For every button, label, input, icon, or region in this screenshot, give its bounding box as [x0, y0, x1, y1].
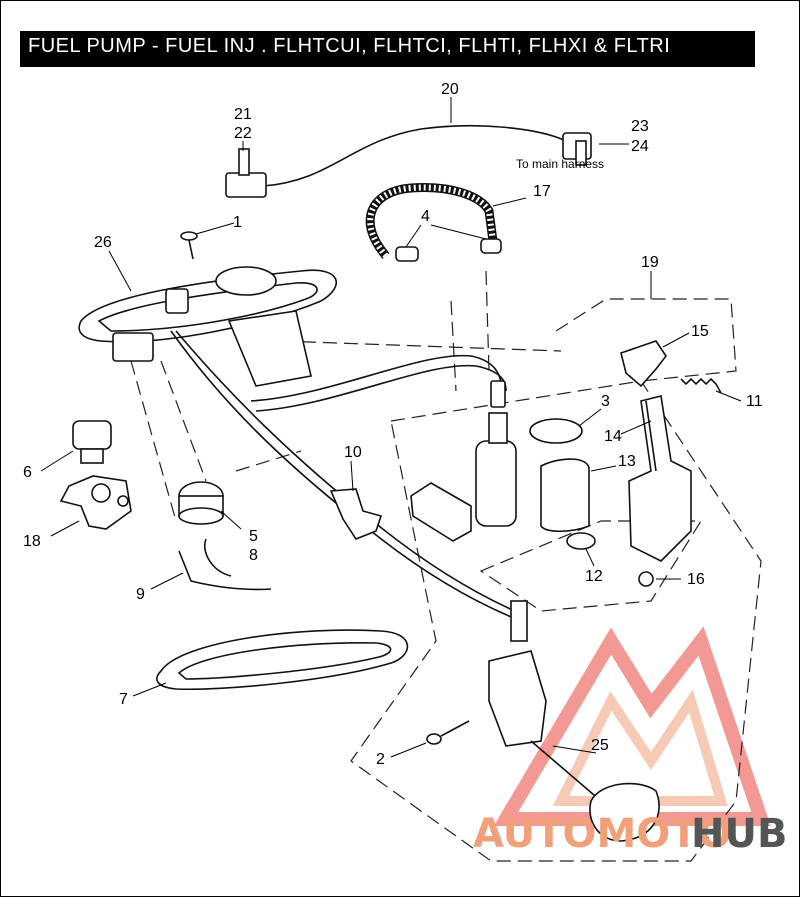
callout-26: 26	[94, 234, 112, 251]
fuel-pump	[410, 380, 517, 542]
screw-2	[426, 720, 470, 745]
callout-12: 12	[585, 568, 603, 585]
wiring-harness-20	[225, 125, 592, 198]
fuel-pump-assembly-outline	[350, 380, 762, 862]
page-title: FUEL PUMP - FUEL INJ . FLHTCUI, FLHTCI, …	[28, 35, 671, 57]
flange-plate-26	[78, 266, 338, 387]
callout-7: 7	[119, 691, 128, 708]
callout-14: 14	[604, 428, 622, 445]
callout-6: 6	[23, 464, 32, 481]
callout-21: 21	[234, 106, 252, 123]
fuel-level-sender-25	[488, 600, 660, 842]
gasket-7	[156, 629, 409, 691]
screw-1	[180, 231, 198, 260]
callout-22: 22	[234, 125, 252, 142]
callout-17: 17	[533, 183, 551, 200]
callout-8: 8	[249, 547, 258, 564]
callout-24: 24	[631, 138, 649, 155]
callout-3: 3	[601, 393, 610, 410]
title-bar: FUEL PUMP - FUEL INJ . FLHTCUI, FLHTCI, …	[20, 31, 755, 67]
callout-9: 9	[136, 586, 145, 603]
spring-11	[680, 377, 722, 394]
callout-16: 16	[687, 571, 705, 588]
callout-25: 25	[591, 737, 609, 754]
watermark-text: AUTOMOTO HUB	[473, 811, 787, 857]
callout-23: 23	[631, 118, 649, 135]
hose-clamp-left	[395, 246, 419, 262]
pressure-regulator-6	[72, 420, 112, 464]
callout-13: 13	[618, 453, 636, 470]
watermark-logo	[493, 626, 771, 826]
connector-15	[620, 340, 667, 388]
hose-clamp-right	[480, 238, 502, 254]
callout-10: 10	[344, 444, 362, 461]
callout-5: 5	[249, 528, 258, 545]
nut-16	[638, 571, 654, 587]
callout-20: 20	[441, 81, 459, 98]
pin-12	[566, 532, 596, 550]
clip-9	[178, 538, 272, 591]
fuel-filter-5	[178, 481, 224, 525]
regulator-housing-18	[59, 475, 132, 530]
callout-19: 19	[641, 254, 659, 271]
callout-2: 2	[376, 751, 385, 768]
fuel-hose-17	[365, 183, 498, 259]
callout-15: 15	[691, 323, 709, 340]
watermark-hub: HUB	[691, 811, 787, 857]
leader-lines	[40, 97, 742, 758]
pump-ring-3	[529, 418, 583, 444]
bracket-10	[329, 488, 383, 540]
callout-1: 1	[233, 214, 242, 231]
callouts: 20 21 22 23 24 To main harness 17 4 1 26…	[23, 81, 763, 768]
callout-11: 11	[746, 393, 763, 410]
callout-18: 18	[23, 533, 41, 550]
note-to-main-harness: To main harness	[516, 157, 604, 171]
watermark-automoto: AUTOMOTO	[473, 811, 732, 857]
callout-4: 4	[421, 208, 430, 225]
pump-isolator-13	[540, 458, 590, 533]
reservoir-bracket-14	[628, 395, 692, 562]
